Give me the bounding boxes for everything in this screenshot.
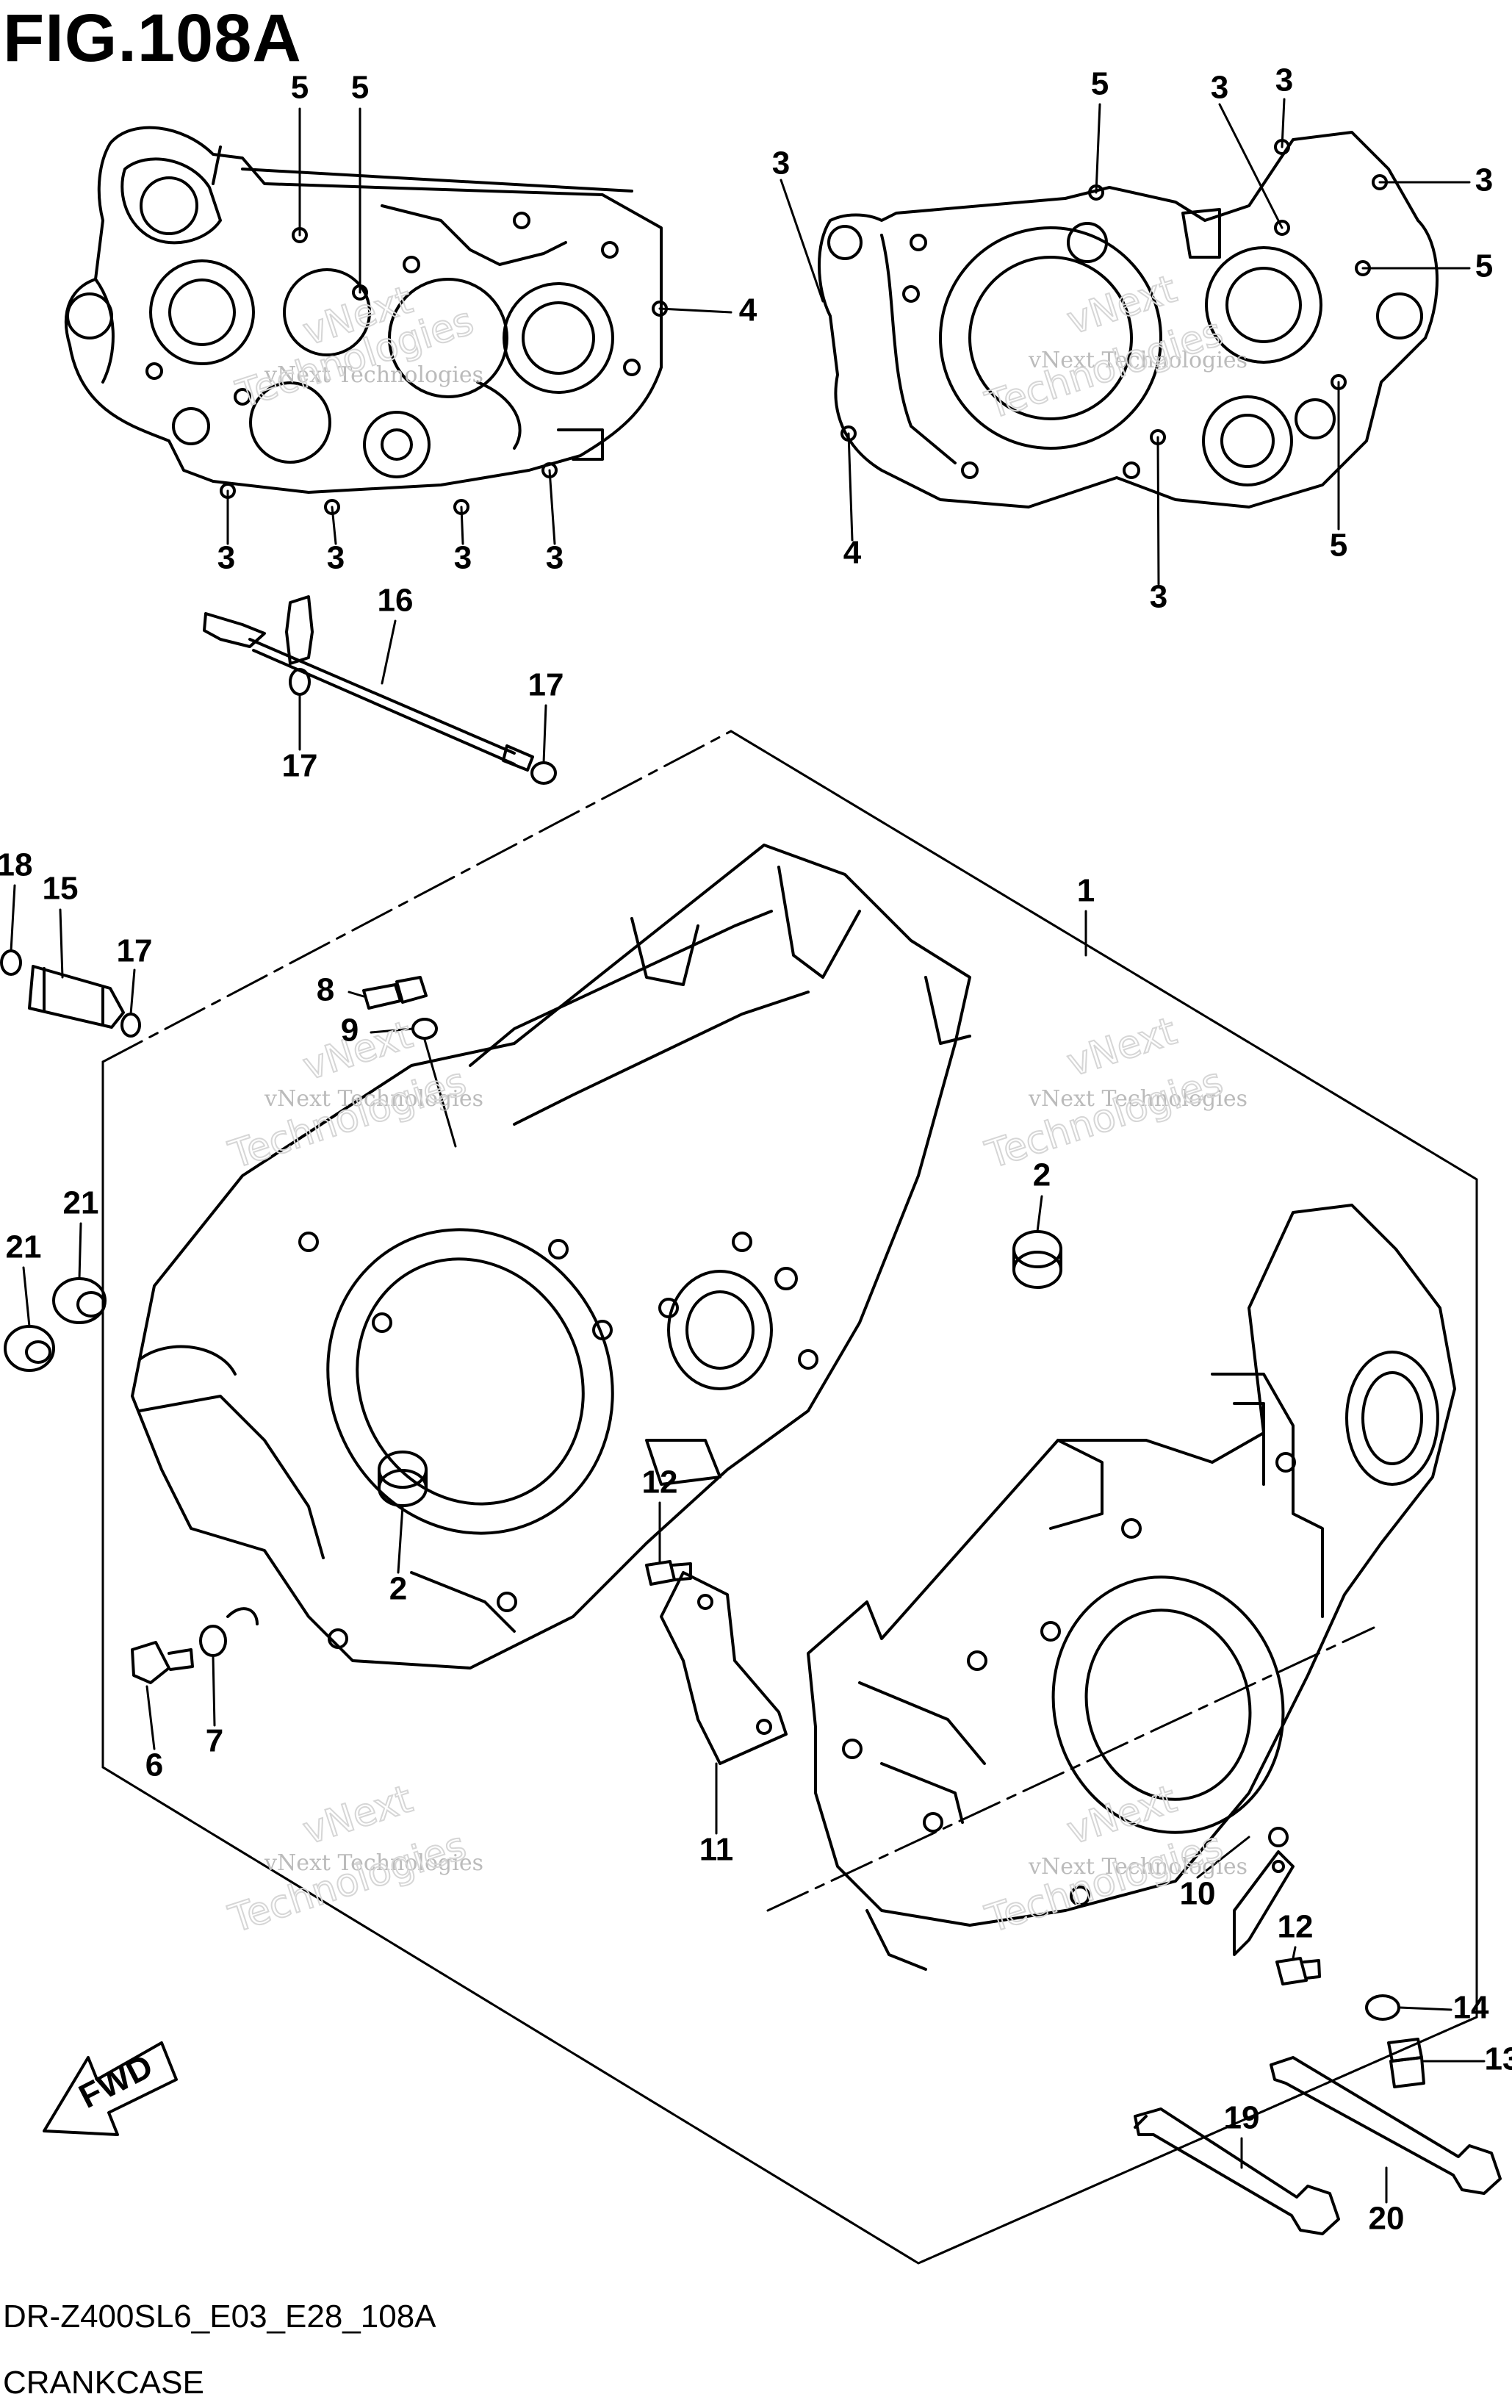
watermark-text: vNext Technologies [264, 362, 483, 388]
part-callout-1: 1 [1077, 873, 1095, 909]
o-ring-18 [0, 949, 22, 976]
part-callout-17: 17 [528, 667, 564, 703]
part-callout-3: 3 [1150, 579, 1167, 615]
part-callout-14: 14 [1453, 1990, 1489, 2026]
bushing-21a [52, 1277, 107, 1324]
left-crankcase-half [131, 844, 971, 1670]
part-callout-17: 17 [282, 748, 318, 784]
part-callout-3: 3 [1475, 162, 1493, 198]
part-callout-3: 3 [327, 540, 345, 576]
part-callout-3: 3 [1275, 62, 1293, 98]
watermark-text: vNext [1062, 1009, 1181, 1085]
part-callout-3: 3 [546, 540, 564, 576]
part-callout-6: 6 [145, 1747, 163, 1783]
leader-lines [10, 98, 1486, 2204]
part-callout-19: 19 [1224, 2100, 1260, 2136]
screw-12b [1275, 1957, 1321, 1985]
watermark-text: vNext Technologies [1028, 348, 1248, 373]
bracket-10 [1233, 1850, 1295, 1956]
part-callout-3: 3 [217, 540, 235, 576]
fwd-arrow [43, 2041, 178, 2136]
watermarks: vNext Technologies vNext Technologies vN… [223, 266, 1248, 1942]
fwd-label: FWD [73, 2046, 159, 2116]
plug-13 [1387, 2038, 1425, 2088]
watermark-text: vNext Technologies [1028, 1086, 1248, 1112]
plug-8 [362, 976, 428, 1010]
part-callout-5: 5 [291, 70, 309, 106]
part-callout-18: 18 [0, 847, 32, 883]
screw-12a [645, 1560, 692, 1586]
right-crankcase-outline-view [818, 131, 1439, 508]
washer-9 [411, 1018, 438, 1040]
washer-7 [199, 1625, 227, 1657]
part-callout-2: 2 [389, 1571, 407, 1607]
watermark-text: vNext Technologies [1028, 1854, 1248, 1880]
part-callout-12: 12 [642, 1464, 678, 1500]
part-callout-15: 15 [43, 871, 79, 907]
pin-15 [28, 965, 125, 1029]
part-callout-5: 5 [351, 70, 369, 106]
bracket-11 [660, 1571, 788, 1765]
part-callout-5: 5 [1091, 66, 1109, 102]
part-callout-20: 20 [1369, 2201, 1405, 2237]
left-crankcase-outline-view [65, 126, 668, 515]
bolt-19 [1134, 2107, 1340, 2235]
bolt-20 [1270, 2056, 1502, 2195]
part-callout-4: 4 [843, 535, 862, 571]
part-callout-12: 12 [1278, 1909, 1314, 1945]
part-callout-10: 10 [1180, 1876, 1216, 1912]
watermark-text: Technologies [981, 1060, 1228, 1178]
part-callout-5: 5 [1475, 248, 1493, 284]
part-callout-21: 21 [63, 1185, 99, 1221]
assembly-box [101, 730, 1478, 2265]
part-callout-4: 4 [739, 292, 757, 328]
part-callout-7: 7 [206, 1723, 223, 1759]
assembly-box-solid [101, 730, 1478, 2265]
part-callout-2: 2 [1033, 1157, 1051, 1193]
part-callout-13: 13 [1485, 2041, 1512, 2077]
figure-caption: CRANKCASE [3, 2365, 204, 2401]
o-ring-17b [530, 761, 557, 785]
right-crankcase-half [807, 1204, 1456, 1971]
part-callout-17: 17 [117, 933, 153, 969]
bushing-21b [4, 1325, 55, 1372]
part-callout-9: 9 [341, 1013, 359, 1049]
part-callout-3: 3 [1211, 70, 1228, 106]
watermark-text: vNext Technologies [264, 1086, 483, 1112]
part-callout-11: 11 [699, 1832, 734, 1868]
part-callout-3: 3 [772, 145, 790, 182]
oil-pipe-16 [203, 595, 534, 772]
part-callout-8: 8 [317, 972, 334, 1008]
washer-14 [1365, 1994, 1400, 2021]
o-ring-17a [289, 668, 311, 696]
watermark-text: vNext Technologies [264, 1850, 483, 1876]
o-ring-17c [120, 1013, 141, 1038]
model-code: DR-Z400SL6_E03_E28_108A [3, 2299, 436, 2335]
part-callout-21: 21 [6, 1229, 42, 1265]
part-callout-5: 5 [1330, 528, 1347, 564]
figure-title: FIG.108A [3, 1, 302, 76]
part-callout-16: 16 [378, 583, 414, 619]
bolt-6 [131, 1641, 194, 1684]
part-callout-3: 3 [454, 540, 472, 576]
